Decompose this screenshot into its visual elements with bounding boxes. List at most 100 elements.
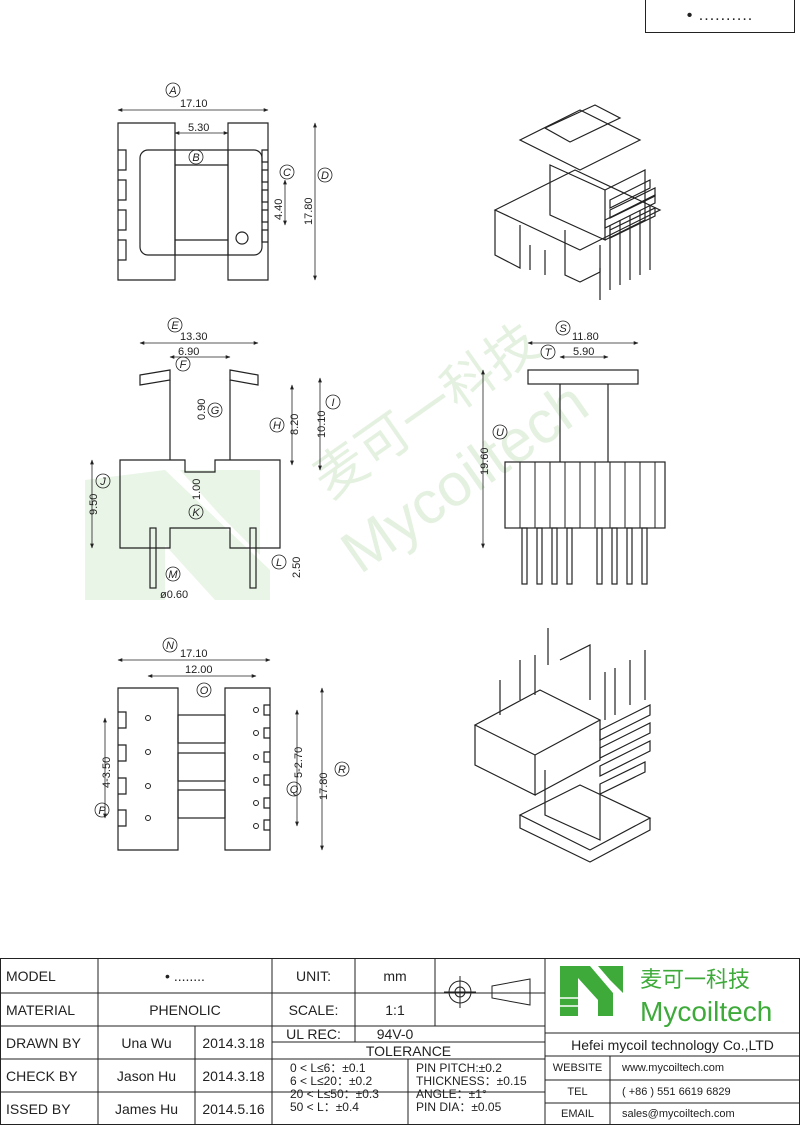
svg-text:E: E [171, 320, 179, 332]
svg-text:B: B [192, 152, 199, 164]
website-label: WEBSITE [552, 1062, 603, 1074]
email-label: EMAIL [560, 1108, 594, 1120]
dim-u-value: 19.60 [479, 447, 491, 475]
dimension-callouts: A B C D E F G H I J K L M N O P Q R ST U [94, 82, 571, 818]
callout-b: B [188, 149, 204, 165]
drawn-by-name: Una Wu [121, 1034, 172, 1051]
tel-value: ( +86 ) 551 6619 6829 [622, 1085, 731, 1098]
drawing-sheet: 17.10 5.30 4.40 17.80 13.30 6.90 0.90 8.… [88, 82, 666, 863]
callout-a: A [165, 82, 181, 98]
unit-label: UNIT: [296, 967, 331, 984]
dim-p-value: 4-3.50 [101, 757, 113, 788]
svg-text:R: R [338, 764, 346, 776]
front-view-pin-right [249, 527, 257, 589]
issued-by-name: James Hu [114, 1100, 179, 1117]
side-view-top-flange [527, 369, 639, 385]
callout-t: T [540, 344, 556, 360]
dim-l-value: 2.50 [291, 557, 303, 578]
svg-text:M: M [168, 569, 178, 581]
tolerance-label: TOLERANCE [365, 1042, 452, 1059]
title-block-grid [0, 958, 800, 1125]
drawn-by-label: DRAWN BY [6, 1034, 81, 1051]
watermark: 麦可一科技 Mycoiltech [85, 313, 600, 600]
callout-n: N [162, 637, 178, 653]
check-by-date: 2014.3.18 [202, 1067, 265, 1084]
pin-tolerance-list: PIN PITCH:±0.2 THICKNESS：±0.15 ANGLE：±1°… [416, 1062, 527, 1114]
angle-tolerance: ANGLE：±1° [416, 1087, 487, 1101]
callout-q: Q [286, 781, 302, 797]
callout-c: C [279, 164, 295, 180]
side-view-pins [521, 527, 648, 585]
isometric-view-top [493, 104, 662, 300]
dim-k-value: 1.00 [191, 479, 203, 500]
callout-u: U [492, 424, 508, 440]
model-label: MODEL [6, 967, 56, 984]
svg-text:C: C [283, 167, 291, 179]
svg-text:H: H [273, 420, 281, 432]
callout-r: R [334, 761, 350, 777]
ul-rec-label: UL REC: [286, 1026, 341, 1042]
email-link[interactable]: sales@mycoiltech.com [622, 1108, 735, 1120]
check-by-label: CHECK BY [6, 1067, 78, 1084]
dim-h-value: 8.20 [289, 414, 301, 435]
svg-text:L: L [276, 557, 282, 569]
top-view-bobbin-body [139, 149, 263, 256]
front-view-pin-left [149, 527, 157, 589]
dim-n-value: 17.10 [180, 648, 208, 660]
top-view-left-flange [117, 122, 176, 281]
tolerance-list: 0 < L≤6：±0.1 6 < L≤20：±0.2 20 < L≤50：±0.… [290, 1062, 379, 1114]
callout-e: E [167, 317, 183, 333]
brand-name-en: Mycoiltech [640, 996, 773, 1027]
dim-m-value: ø0.60 [160, 589, 188, 601]
svg-text:J: J [99, 476, 106, 488]
model-value: • ........ [165, 967, 205, 984]
thickness-tolerance: THICKNESS：±0.15 [416, 1074, 527, 1088]
check-by-name: Jason Hu [116, 1067, 177, 1084]
bottom-view-pins [145, 707, 259, 829]
svg-text:Q: Q [290, 784, 299, 796]
dim-a-value: 17.10 [180, 98, 208, 110]
dim-e-value: 13.30 [180, 331, 208, 343]
dim-b-value: 5.30 [188, 122, 209, 134]
dim-s-value: 11.80 [572, 331, 599, 343]
dim-t-value: 5.90 [573, 346, 594, 358]
svg-text:G: G [211, 405, 220, 417]
dim-f-value: 6.90 [178, 346, 199, 358]
dim-i-value: 10.10 [316, 410, 328, 438]
svg-text:F: F [180, 359, 188, 371]
website-link[interactable]: www.mycoiltech.com [622, 1062, 725, 1074]
callout-j: J [95, 473, 111, 489]
isometric-view-bottom [473, 628, 652, 863]
callout-k: K [188, 504, 204, 520]
dim-q-value: 5-2.70 [293, 747, 305, 778]
material-label: MATERIAL [6, 1001, 75, 1018]
callout-f: F [175, 356, 191, 372]
svg-text:S: S [559, 323, 567, 335]
scale-label: SCALE: [288, 1001, 339, 1018]
svg-text:I: I [331, 397, 334, 409]
dim-c-value: 4.40 [273, 199, 285, 220]
brand-logo-icon [560, 966, 623, 1016]
company-name: Hefei mycoil technology Co.,LTD [571, 1036, 774, 1053]
part-number: • .......... [686, 7, 754, 24]
tolerance-range-2: 6 < L≤20：±0.2 [290, 1074, 373, 1088]
svg-text:P: P [98, 805, 106, 817]
svg-text:O: O [200, 685, 209, 697]
front-view [90, 341, 322, 589]
unit-value: mm [383, 967, 407, 984]
bottom-view [103, 658, 324, 851]
pin-pitch-tolerance: PIN PITCH:±0.2 [416, 1061, 502, 1075]
dim-r-value: 17.80 [318, 772, 330, 800]
svg-text:U: U [496, 427, 504, 439]
tolerance-range-3: 20 < L≤50：±0.3 [290, 1087, 379, 1101]
side-view [481, 341, 666, 585]
dim-g-value: 0.90 [196, 399, 208, 420]
issued-by-date: 2014.5.16 [202, 1100, 265, 1117]
svg-text:N: N [166, 640, 174, 652]
watermark-logo [85, 470, 270, 600]
top-view [117, 108, 317, 281]
callout-p: P [94, 802, 110, 818]
brand-name-cn: 麦可一科技 [640, 967, 751, 992]
callout-d: D [317, 167, 333, 183]
drawn-by-date: 2014.3.18 [202, 1034, 265, 1051]
